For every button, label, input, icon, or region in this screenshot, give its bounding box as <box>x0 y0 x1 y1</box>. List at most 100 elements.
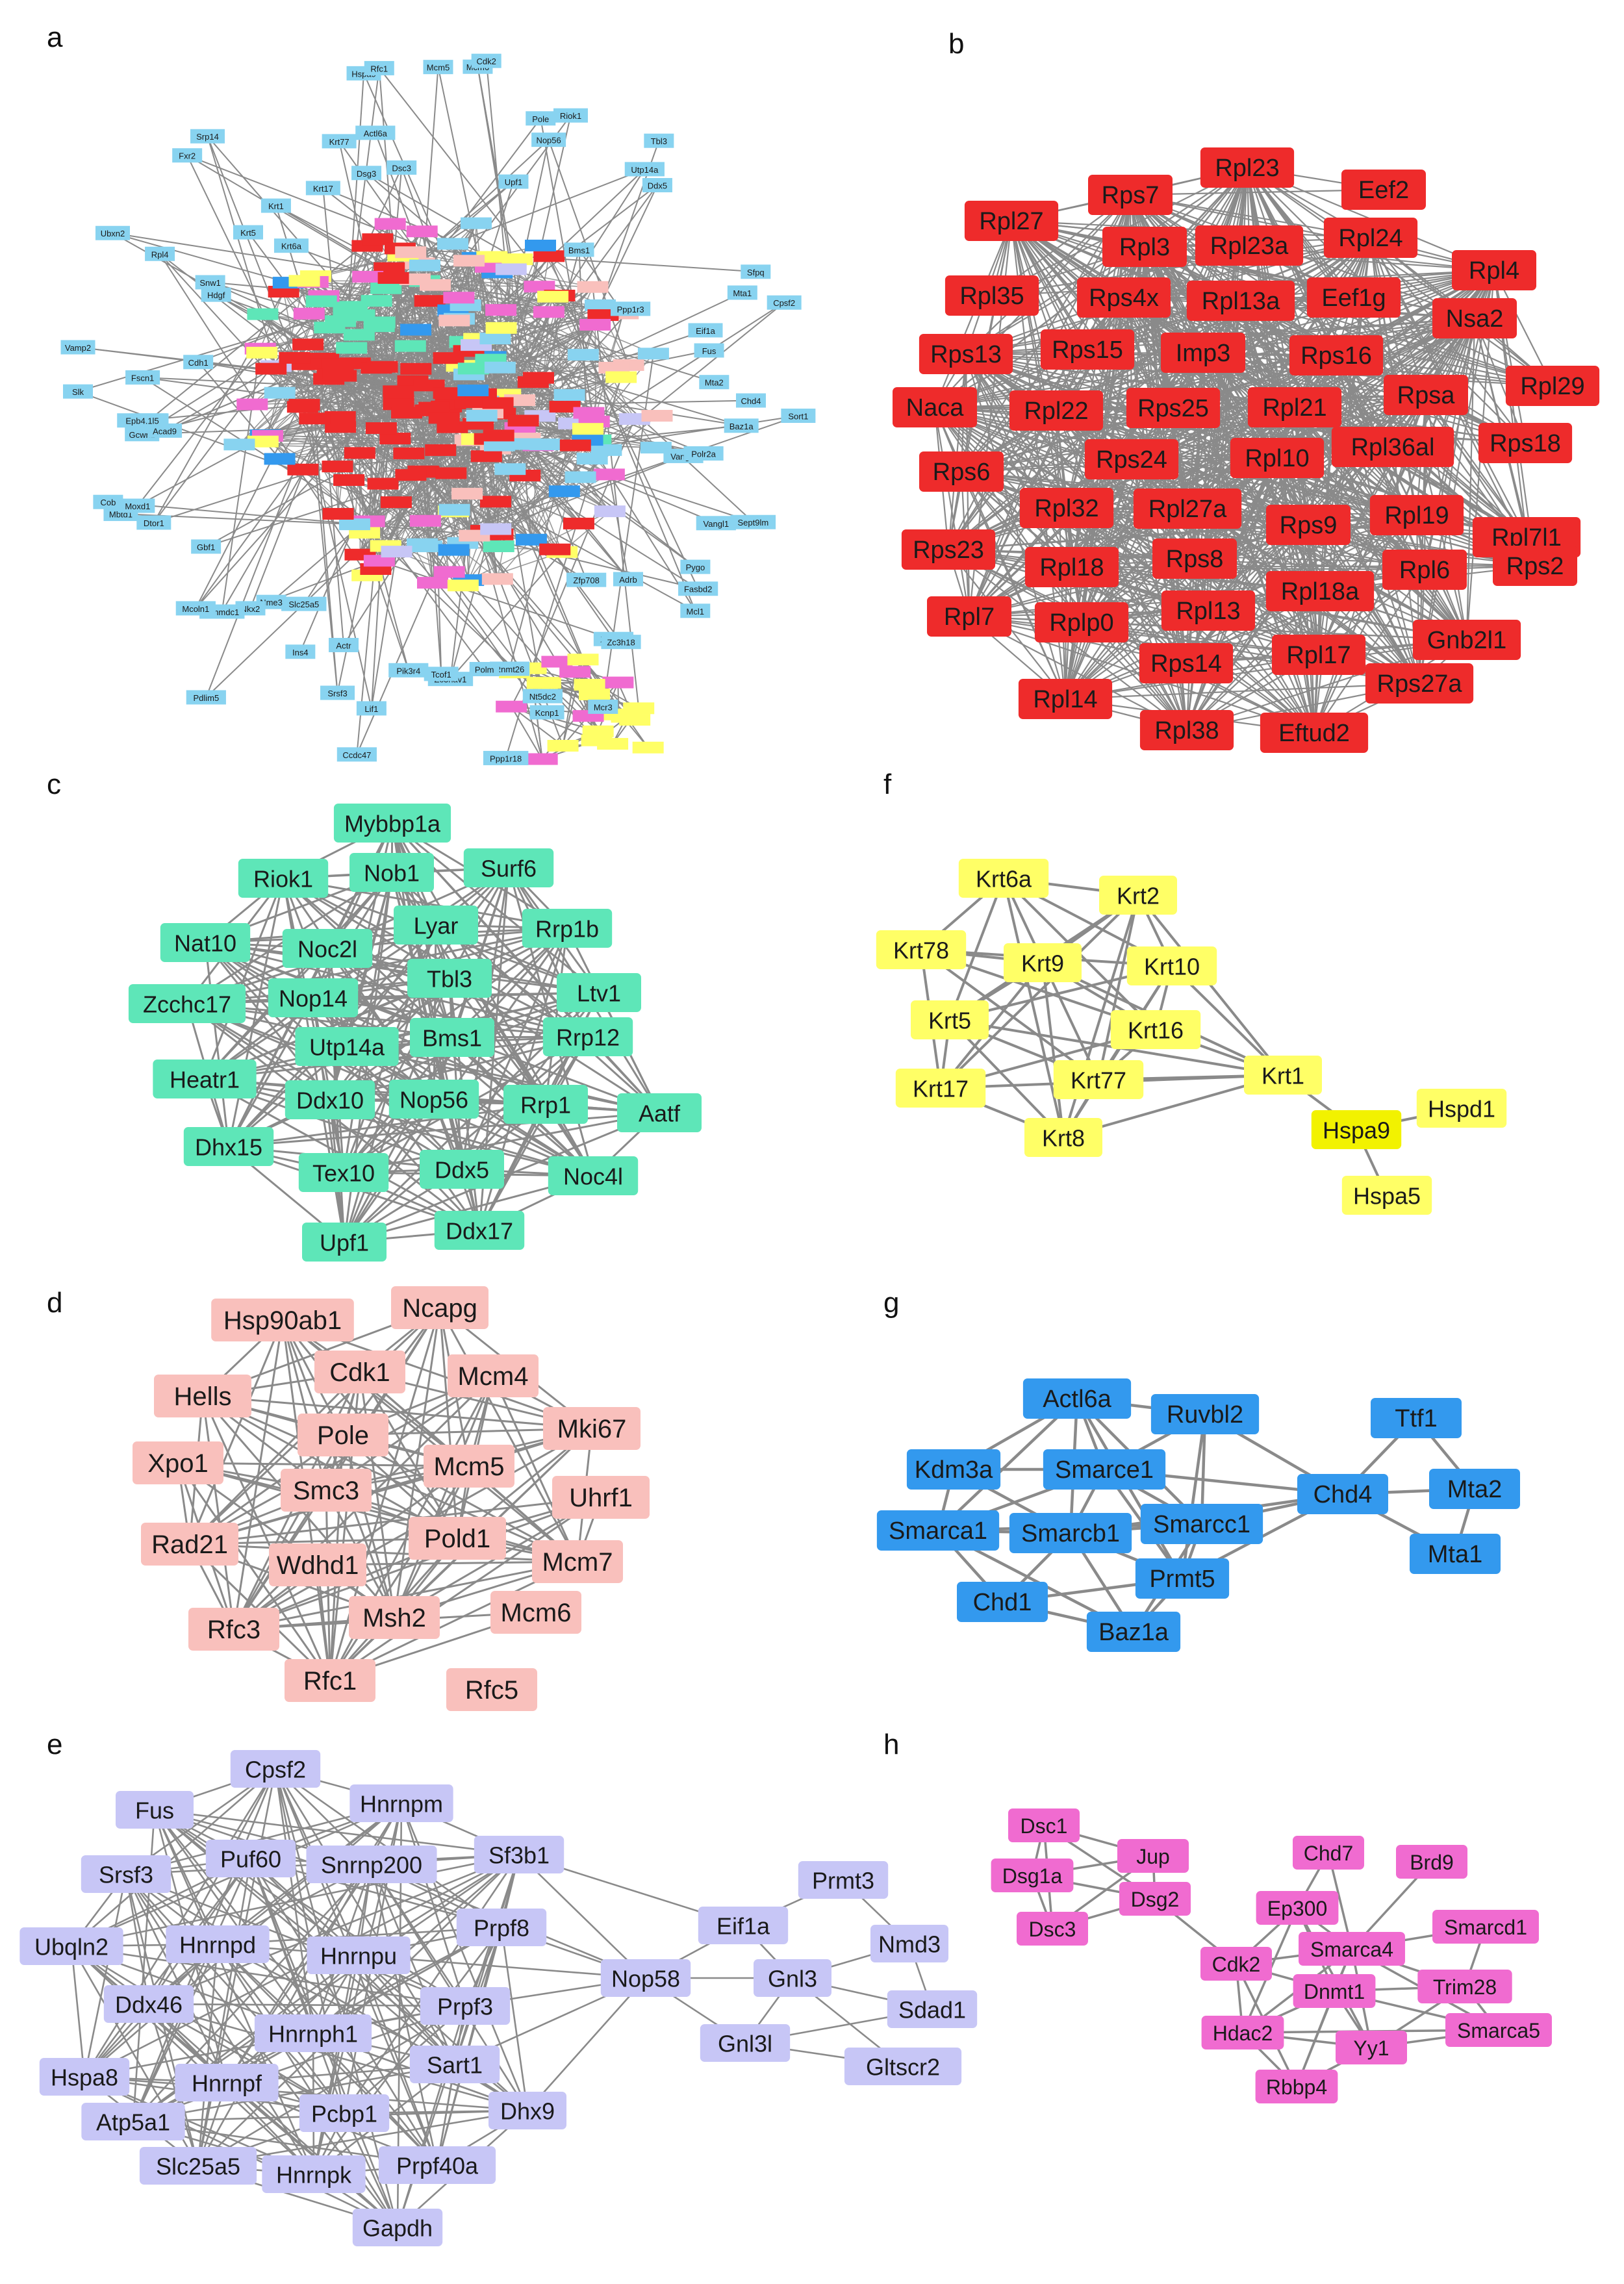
node-box <box>306 1846 437 1883</box>
node-hdgf: Hdgf <box>201 287 231 302</box>
node-aatf: Aatf <box>617 1093 702 1132</box>
node-label: Dnmt1 <box>1304 1980 1365 2003</box>
node-nop14: Nop14 <box>268 978 359 1017</box>
node-pcbp1: Pcbp1 <box>299 2094 390 2132</box>
node-label: Prmt5 <box>1149 1566 1215 1593</box>
node-box <box>483 750 529 765</box>
node-box <box>906 1449 1001 1490</box>
edge <box>1123 297 1393 448</box>
node-label: Nob1 <box>364 860 420 887</box>
edge <box>1081 621 1467 641</box>
node-box <box>542 1017 633 1056</box>
edge <box>1465 318 1476 641</box>
node-box <box>154 1375 251 1417</box>
node-nt5dc2: Nt5dc2 <box>522 689 563 704</box>
node-rpl32: Rpl32 <box>1019 488 1114 528</box>
edge <box>1186 514 1417 731</box>
edge <box>370 551 398 709</box>
node-label: Nkx2 <box>241 604 260 614</box>
edge <box>189 1496 602 1545</box>
node-label: Chd4 <box>741 396 761 406</box>
node-rpl29: Rpl29 <box>1505 366 1600 406</box>
node-label: Krt78 <box>893 937 949 964</box>
node-label: Rfc1 <box>303 1667 357 1695</box>
node <box>470 450 502 463</box>
node-krt6a: Krt6a <box>273 238 309 253</box>
node-rpl36al: Rpl36al <box>1331 427 1454 467</box>
edge <box>205 927 568 944</box>
node-label: Rps27a <box>1377 670 1463 698</box>
node-label: Rplp0 <box>1049 609 1113 637</box>
node-hnrnpm: Hnrnpm <box>349 1784 453 1822</box>
edge <box>525 443 696 568</box>
node-label: Dhx9 <box>500 2098 555 2125</box>
node-srp14: Srp14 <box>190 129 225 144</box>
edge <box>71 1946 314 2175</box>
node-hnrnpf: Hnrnpf <box>175 2064 279 2101</box>
node-fasbd2: Fasbd2 <box>678 581 718 596</box>
node <box>314 322 346 334</box>
node-ddx17: Ddx17 <box>434 1211 525 1250</box>
edge <box>216 1944 399 2228</box>
node-label: Vangl1 <box>704 519 730 529</box>
edge <box>1011 220 1278 459</box>
edge <box>71 1945 345 2114</box>
node-box <box>798 1861 889 1899</box>
node-ruvbl2: Ruvbl2 <box>1150 1394 1260 1434</box>
node-label: Rrp1 <box>520 1092 571 1119</box>
edge <box>1066 507 1425 571</box>
node-mcm5: Mcm5 <box>423 60 453 75</box>
node-label: Nme3 <box>260 598 283 607</box>
node-cdh1: Cdh1 <box>183 355 214 370</box>
node-label: Tbl3 <box>651 136 667 146</box>
edge <box>379 184 658 561</box>
node-label: Smarcd1 <box>1444 1916 1527 1939</box>
node-smarcc1: Smarcc1 <box>1140 1504 1263 1544</box>
edge <box>329 1466 470 1681</box>
edge <box>939 894 1139 1089</box>
node-bms1: Bms1 <box>564 242 594 257</box>
node-krt17: Krt17 <box>895 1069 986 1108</box>
node-label: Rrp1b <box>535 916 599 943</box>
node-mcm7: Mcm7 <box>532 1540 623 1583</box>
node-label: Sort1 <box>788 412 808 422</box>
node-box <box>1076 277 1171 318</box>
node-baz1a: Baz1a <box>724 418 759 433</box>
node-rfc3: Rfc3 <box>188 1608 279 1651</box>
node <box>598 361 630 374</box>
node-box <box>1117 1839 1189 1873</box>
node-box <box>201 287 231 302</box>
node-box <box>117 413 168 428</box>
node <box>438 544 470 556</box>
node-chd4: Chd4 <box>1297 1474 1388 1514</box>
node-box <box>81 2103 185 2140</box>
node-sfpq: Sfpq <box>741 264 771 279</box>
node-box <box>1417 1970 1512 2003</box>
node-label: Srsf3 <box>327 689 347 698</box>
node-box <box>19 1927 123 1965</box>
edge <box>587 301 785 430</box>
node-sf3b1: Sf3b1 <box>474 1836 565 1873</box>
node-box <box>39 2058 130 2096</box>
node-eef2: Eef2 <box>1341 170 1426 210</box>
node-pold1: Pold1 <box>409 1517 506 1560</box>
node <box>352 271 384 283</box>
node <box>524 281 555 293</box>
node-mta1: Mta1 <box>727 285 757 300</box>
edge <box>368 368 377 522</box>
node-ddx5: Ddx5 <box>642 178 672 193</box>
node <box>395 246 427 259</box>
node <box>344 447 375 459</box>
node-slc25a5: Slc25a5 <box>139 2147 257 2185</box>
node-label: Ncapg <box>402 1294 477 1323</box>
node <box>365 422 397 435</box>
edge <box>965 194 1131 355</box>
node <box>460 217 492 229</box>
node-label: Nop58 <box>611 1966 680 1992</box>
node-rpl24: Rpl24 <box>1323 218 1418 258</box>
node <box>361 362 392 374</box>
node-gnb2l1: Gnb2l1 <box>1412 620 1521 660</box>
edge <box>83 1858 252 2077</box>
